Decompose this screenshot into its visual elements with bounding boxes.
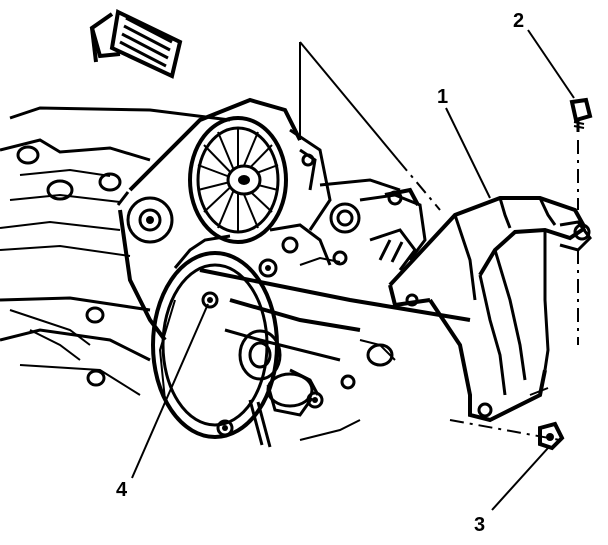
nut-icon	[538, 421, 565, 451]
callout-3: 3	[474, 514, 485, 536]
callout-2: 2	[513, 10, 524, 32]
front-arrow-icon	[89, 9, 183, 79]
callout-4: 4	[116, 479, 128, 501]
leader-lines	[131, 29, 575, 511]
power-steering-pulley	[188, 116, 288, 244]
pump-bracket	[258, 128, 427, 278]
callout-1: 1	[437, 86, 448, 108]
bolt-icon	[569, 97, 593, 345]
idler-pulley	[126, 196, 174, 244]
timing-cover-shield	[388, 196, 592, 423]
engine-block	[0, 106, 231, 396]
front-cover	[151, 251, 471, 448]
